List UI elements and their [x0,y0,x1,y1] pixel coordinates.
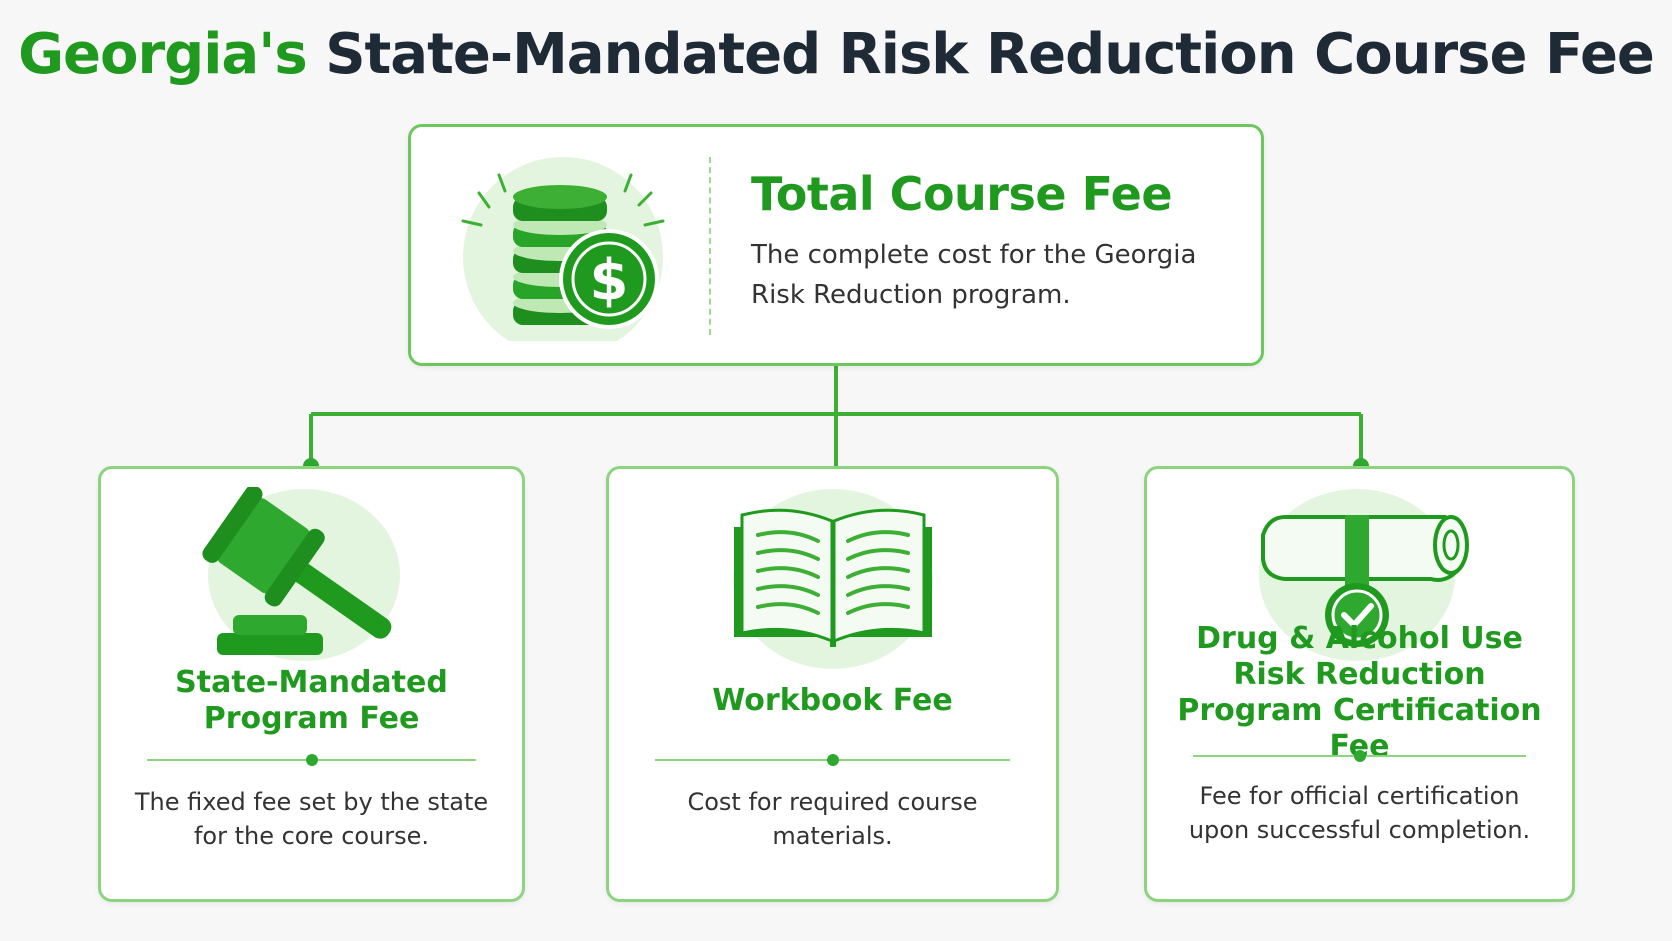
divider-dot [305,754,318,766]
total-fee-title: Total Course Fee [751,167,1173,221]
vertical-divider [709,157,711,335]
svg-text:$: $ [590,248,629,313]
page-title: Georgia's State-Mandated Risk Reduction … [0,22,1672,87]
component-title: State-Mandated Program Fee [175,665,448,736]
component-title: Drug & Alcohol Use Risk Reduction Progra… [1177,621,1542,764]
component-description: Fee for official certification upon succ… [1188,782,1531,844]
total-fee-card: $ Total Course Fee The complete cost for… [408,124,1264,366]
component-card-workbook-fee: Workbook Fee Cost for required course ma… [606,466,1059,902]
open-book-icon [732,489,933,669]
component-description: Cost for required course materials. [687,788,978,850]
title-accent: Georgia's [18,22,308,87]
gavel-icon [201,487,400,661]
certificate-scroll-icon [1258,489,1469,661]
divider-dot [1353,750,1366,762]
component-description: The fixed fee set by the state for the c… [134,788,489,850]
component-card-state-fee: State-Mandated Program Fee The fixed fee… [98,466,525,902]
total-fee-description: The complete cost for the Georgia Risk R… [751,240,1197,310]
title-rest: State-Mandated Risk Reduction Course Fee [325,22,1655,87]
divider-dot [826,754,839,766]
component-title: Workbook Fee [712,683,953,718]
component-card-certification-fee: Drug & Alcohol Use Risk Reduction Progra… [1144,466,1575,902]
coin-stack-dollar-icon: $ [461,157,665,341]
